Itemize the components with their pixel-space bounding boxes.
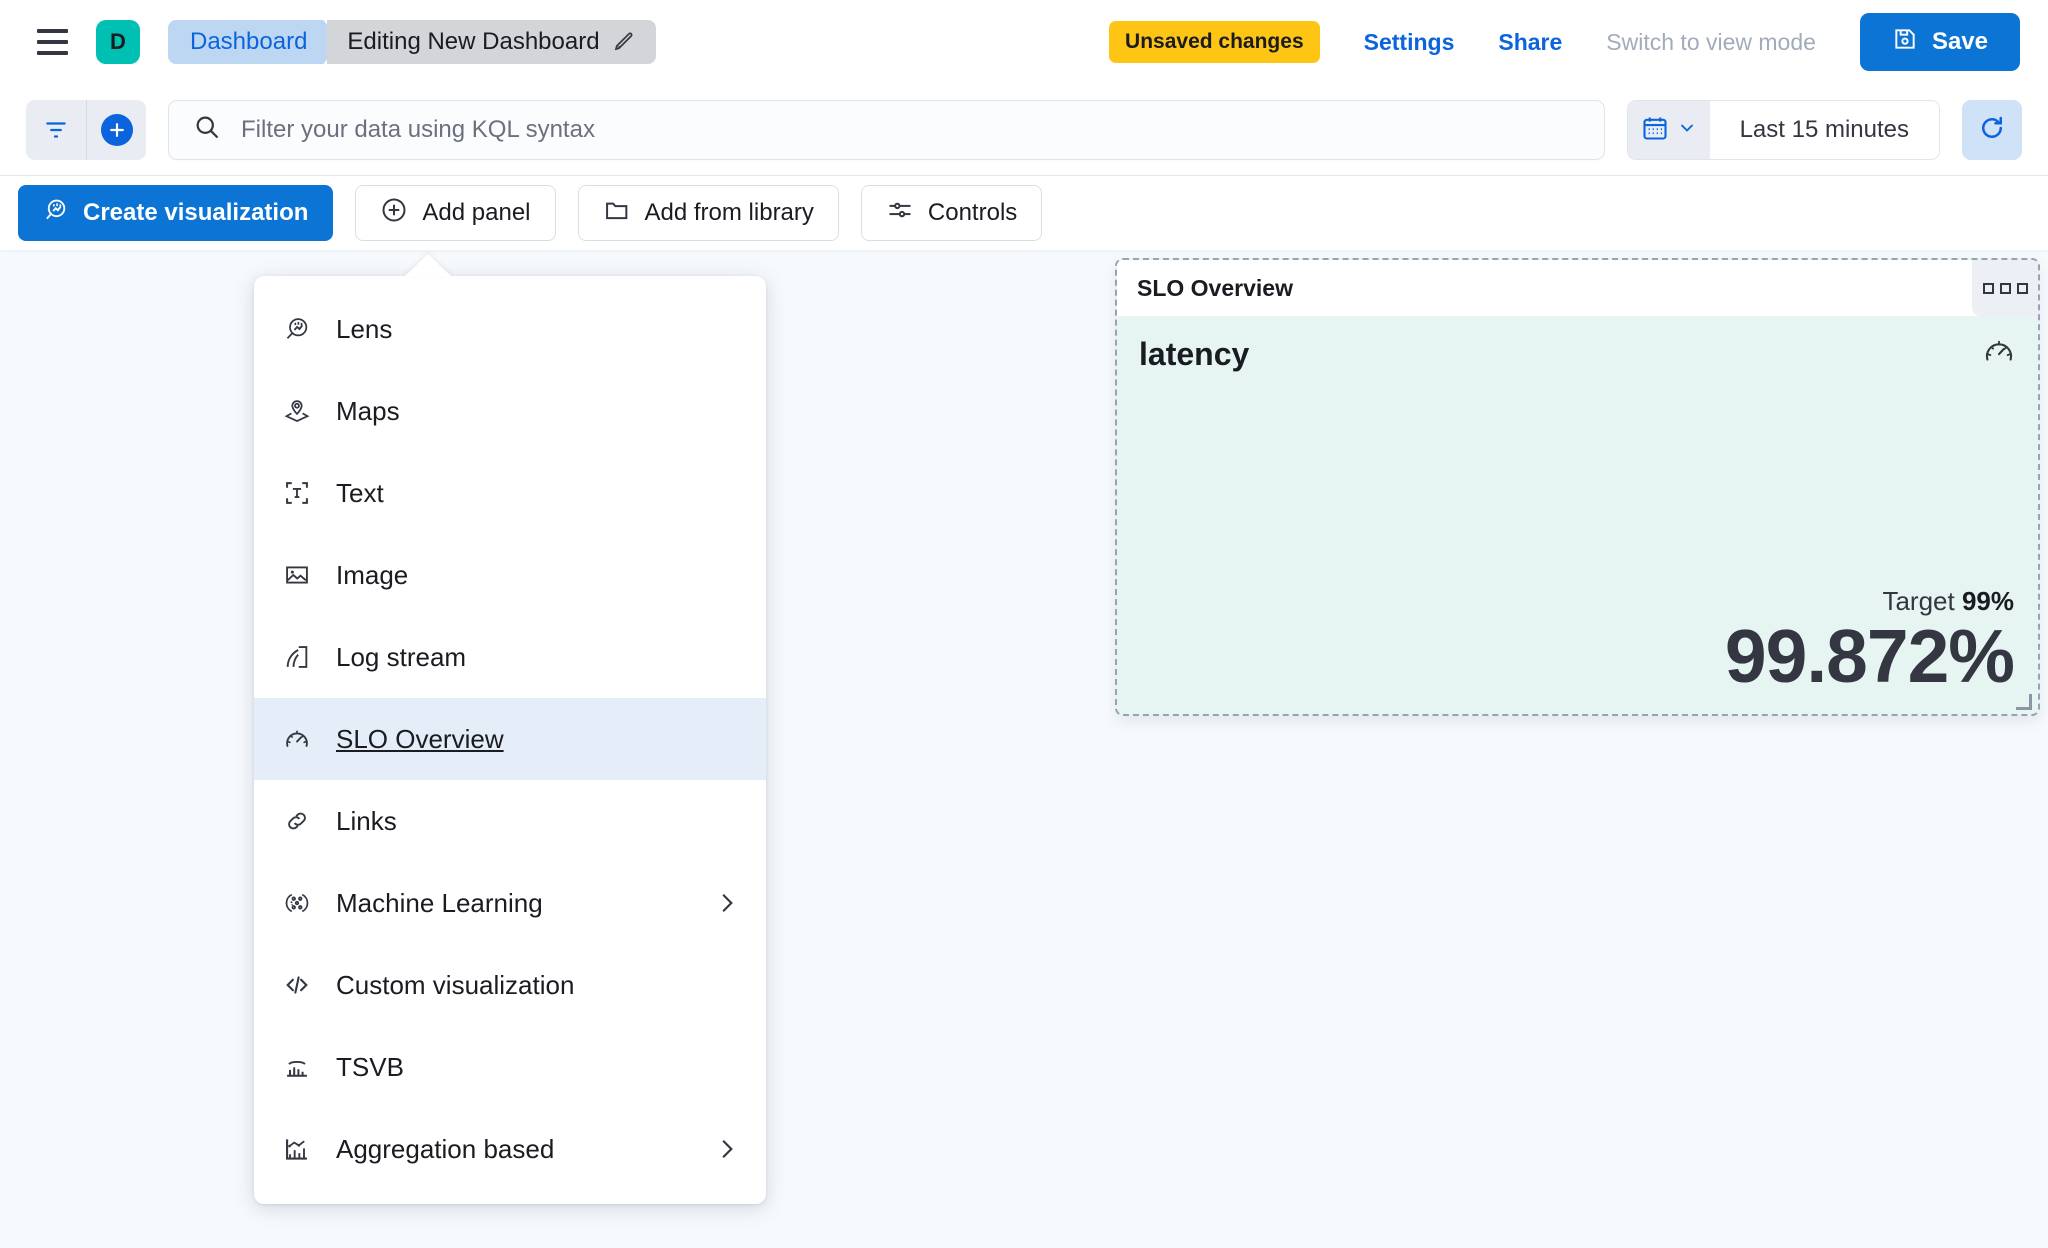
switch-to-view-mode-link[interactable]: Switch to view mode	[1606, 28, 1816, 55]
add-panel-button[interactable]: Add panel	[355, 185, 556, 241]
aggregation-chart-icon	[282, 1134, 312, 1164]
save-button-label: Save	[1931, 28, 1988, 55]
menu-item-label: Machine Learning	[336, 887, 543, 918]
dashboard-canvas: Lens Maps Text	[0, 250, 2048, 1248]
add-filter-button[interactable]	[86, 99, 146, 160]
pencil-icon[interactable]	[612, 30, 636, 54]
controls-button[interactable]: Controls	[860, 185, 1043, 241]
menu-item-label: Image	[336, 559, 409, 590]
controls-label: Controls	[927, 199, 1018, 226]
chevron-down-icon	[1677, 118, 1697, 141]
search-input[interactable]: Filter your data using KQL syntax	[168, 99, 1605, 160]
slo-current-value: 99.872%	[1724, 614, 2015, 699]
chevron-right-icon	[714, 1136, 740, 1162]
slo-overview-panel[interactable]: SLO Overview latency Target 99%	[1115, 258, 2040, 716]
slo-name: latency	[1139, 336, 1250, 372]
menu-item-text[interactable]: Text	[254, 452, 766, 534]
folder-icon	[603, 196, 631, 231]
breadcrumb: Dashboard Editing New Dashboard	[168, 20, 656, 64]
avatar[interactable]: D	[96, 20, 140, 64]
floppy-disk-icon	[1892, 26, 1918, 59]
refresh-button[interactable]	[1962, 99, 2022, 160]
settings-link[interactable]: Settings	[1363, 28, 1455, 55]
breadcrumb-editing-label: Editing New Dashboard	[347, 28, 600, 55]
plus-circle-icon	[100, 113, 133, 146]
menu-item-slo-overview[interactable]: SLO Overview	[254, 698, 766, 780]
menu-item-label: Log stream	[336, 641, 467, 672]
map-pin-layers-icon	[282, 396, 312, 426]
breadcrumb-dashboard[interactable]: Dashboard	[168, 20, 341, 64]
panel-body: latency Target 99% 99.872%	[1117, 316, 2038, 714]
panel-spacer	[1139, 373, 2014, 586]
menu-item-label: Lens	[336, 313, 393, 344]
panel-title: SLO Overview	[1137, 274, 1293, 301]
menu-item-label: SLO Overview	[336, 723, 504, 754]
menu-item-links[interactable]: Links	[254, 780, 766, 862]
filter-group	[26, 99, 146, 160]
panel-context-menu-icon[interactable]	[1972, 260, 2038, 316]
gauge-icon	[1982, 334, 2016, 373]
menu-item-log-stream[interactable]: Log stream	[254, 616, 766, 698]
link-chain-icon	[282, 806, 312, 836]
menu-item-label: Text	[336, 477, 384, 508]
chevron-right-icon	[714, 890, 740, 916]
create-visualization-label: Create visualization	[83, 199, 309, 226]
create-visualization-button[interactable]: Create visualization	[18, 185, 334, 241]
menu-item-label: Aggregation based	[336, 1133, 555, 1164]
hamburger-menu-icon[interactable]	[30, 20, 74, 64]
code-brackets-icon	[282, 970, 312, 1000]
menu-item-label: Links	[336, 805, 397, 836]
menu-item-aggregation-based[interactable]: Aggregation based	[254, 1108, 766, 1190]
menu-item-tsvb[interactable]: TSVB	[254, 1026, 766, 1108]
context-square-3	[2016, 282, 2028, 294]
menu-item-label: TSVB	[336, 1051, 404, 1082]
lens-icon	[43, 197, 69, 230]
context-square-2	[1999, 282, 2011, 294]
breadcrumb-editing-dashboard[interactable]: Editing New Dashboard	[327, 20, 656, 64]
slo-target: Target 99%	[1139, 586, 2014, 617]
add-from-library-button[interactable]: Add from library	[577, 185, 839, 241]
log-stream-icon	[282, 642, 312, 672]
menu-item-machine-learning[interactable]: Machine Learning	[254, 862, 766, 944]
slo-target-label: Target	[1882, 586, 1955, 617]
search-icon	[193, 113, 221, 146]
menu-item-image[interactable]: Image	[254, 534, 766, 616]
controls-sliders-icon	[886, 196, 914, 231]
menu-item-label: Custom visualization	[336, 969, 575, 1000]
plus-circle-outline-icon	[380, 196, 408, 231]
text-box-icon	[282, 478, 312, 508]
menu-item-lens[interactable]: Lens	[254, 288, 766, 370]
gauge-icon	[282, 724, 312, 754]
refresh-icon	[1977, 113, 2007, 146]
context-square-1	[1982, 282, 1994, 294]
date-picker: Last 15 minutes	[1626, 99, 1940, 160]
dashboard-toolbar: Create visualization Add panel Add from …	[0, 176, 2048, 250]
add-panel-label: Add panel	[422, 199, 531, 226]
machine-learning-icon	[282, 888, 312, 918]
time-range-value[interactable]: Last 15 minutes	[1709, 100, 1939, 159]
add-panel-menu: Lens Maps Text	[254, 276, 766, 1204]
share-link[interactable]: Share	[1498, 28, 1563, 55]
tsvb-chart-icon	[282, 1052, 312, 1082]
menu-item-maps[interactable]: Maps	[254, 370, 766, 452]
save-button[interactable]: Save	[1859, 13, 2020, 71]
search-placeholder: Filter your data using KQL syntax	[241, 115, 595, 143]
top-header: D Dashboard Editing New Dashboard Unsave…	[0, 0, 2048, 84]
filter-funnel-icon[interactable]	[26, 99, 86, 160]
menu-item-label: Maps	[336, 395, 400, 426]
status-badge-unsaved: Unsaved changes	[1109, 21, 1320, 63]
image-icon	[282, 560, 312, 590]
panel-resize-handle[interactable]	[2016, 694, 2032, 710]
calendar-icon	[1641, 114, 1669, 145]
date-quick-select-button[interactable]	[1627, 100, 1710, 159]
slo-target-value: 99%	[1961, 586, 2014, 617]
breadcrumb-dashboard-label: Dashboard	[190, 28, 308, 55]
menu-item-custom-visualization[interactable]: Custom visualization	[254, 944, 766, 1026]
add-from-library-label: Add from library	[644, 199, 814, 226]
lens-icon	[282, 314, 312, 344]
panel-header: SLO Overview	[1117, 260, 2038, 316]
query-bar: Filter your data using KQL syntax Last 1…	[0, 84, 2048, 176]
popover-arrow	[404, 254, 452, 277]
